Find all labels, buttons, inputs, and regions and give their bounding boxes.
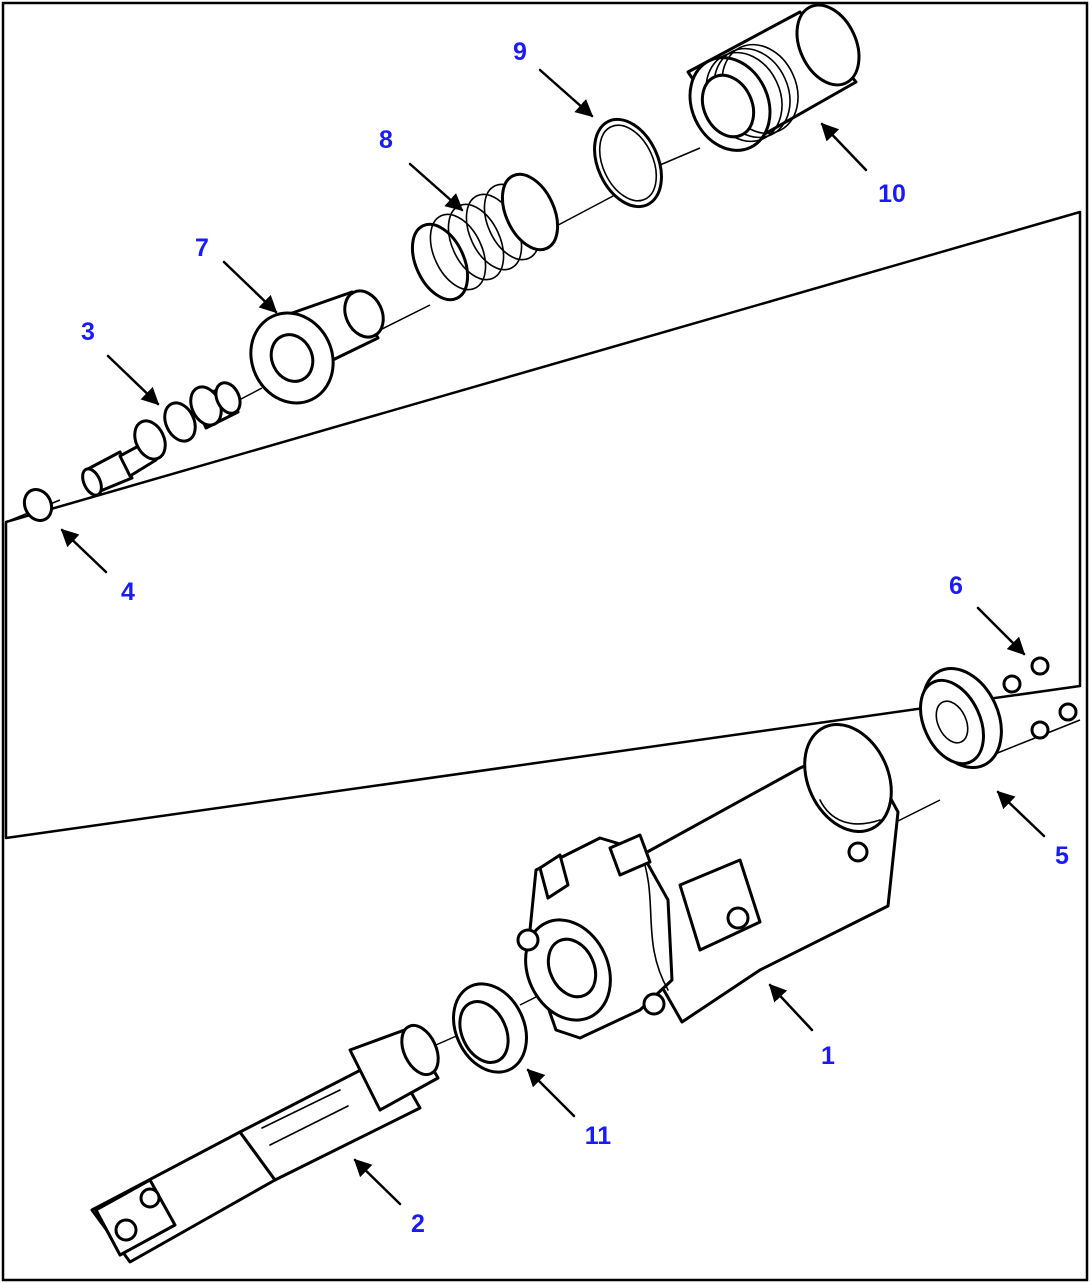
callout-3: 3 [81,318,95,346]
callout-9: 9 [513,38,527,66]
part-6-balls [1002,656,1078,740]
callout-5: 5 [1055,842,1069,870]
callout-4: 4 [121,578,135,606]
callout-10: 10 [878,180,906,208]
arrow-3 [106,354,160,406]
arrow-11 [526,1068,576,1118]
part-1-valve-body [516,723,900,1040]
inset-panel-outline [4,210,1082,840]
arrow-8 [408,162,464,212]
part-2-clevis-rod [90,1023,440,1264]
callout-1: 1 [821,1042,835,1070]
arrow-7 [222,260,278,314]
part-10-cap [686,3,861,152]
callout-labels: 1 2 3 4 5 6 7 8 9 10 11 [81,38,1069,1238]
arrow-5 [996,790,1046,838]
callout-11: 11 [585,1122,612,1150]
part-7-sleeve [249,289,385,405]
part-5-end-plate [919,666,1003,770]
arrow-2 [353,1158,402,1206]
arrow-1 [768,983,814,1032]
arrow-6 [976,606,1026,656]
part-9-o-ring [593,117,663,209]
arrow-10 [820,122,868,172]
callout-8: 8 [379,126,393,154]
part-3-spool [81,381,242,497]
callout-7: 7 [195,234,209,262]
arrow-4 [60,528,108,574]
callout-6: 6 [949,572,963,600]
callout-2: 2 [411,1210,425,1238]
part-4-o-ring [22,487,54,523]
arrow-9 [538,68,594,118]
leader-arrows [60,68,1046,1206]
part-11-seal [452,982,528,1074]
part-8-spring [410,172,560,302]
